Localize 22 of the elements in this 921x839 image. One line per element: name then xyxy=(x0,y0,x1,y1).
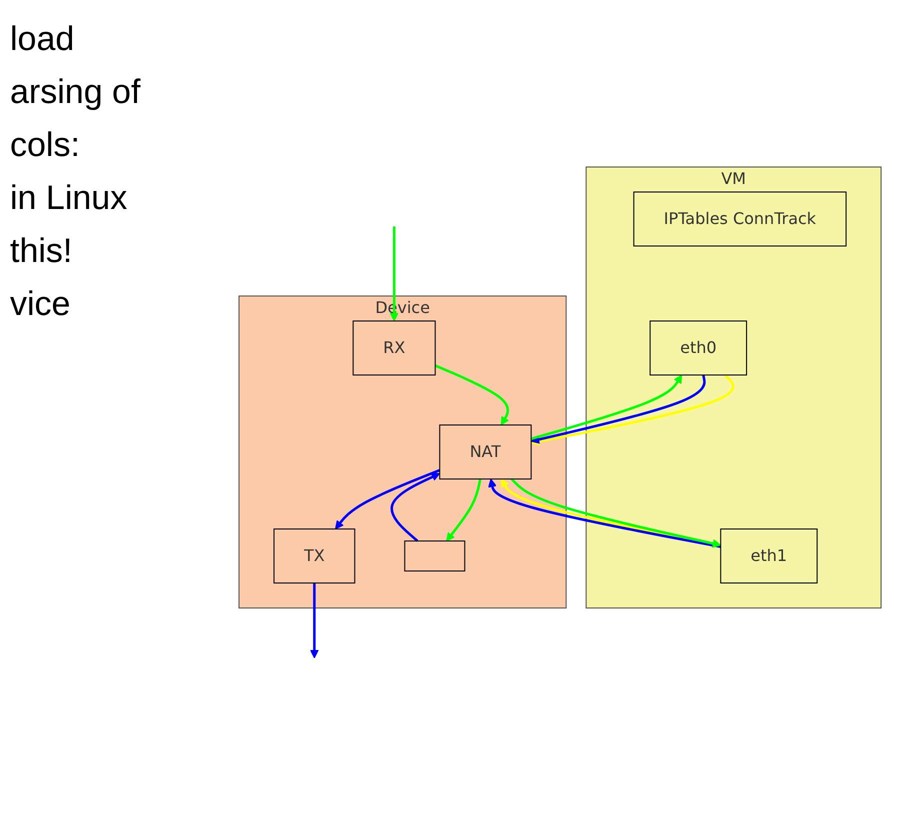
node-box: eth1 xyxy=(720,528,818,583)
node-box: IPTables ConnTrack xyxy=(634,191,848,246)
node-box xyxy=(404,540,466,571)
node-box: TX xyxy=(274,528,356,583)
slide-text: vice xyxy=(10,285,72,324)
arrow xyxy=(390,226,400,321)
slide-text: in Linux xyxy=(10,179,128,218)
arrow xyxy=(335,468,441,529)
arrow xyxy=(310,582,320,658)
node-box: eth0 xyxy=(650,320,748,375)
arrow xyxy=(446,478,482,541)
arrow xyxy=(435,364,510,425)
arrow xyxy=(531,374,735,446)
arrow xyxy=(531,374,706,444)
node-box: RX xyxy=(353,320,436,375)
arrow xyxy=(391,472,441,542)
slide-text: load xyxy=(10,20,76,59)
node-box: NAT xyxy=(440,424,532,479)
slide-text: this! xyxy=(10,232,74,271)
arrow xyxy=(531,374,683,440)
slide-text: arsing of xyxy=(10,73,142,112)
slide-text: cols: xyxy=(10,126,81,165)
